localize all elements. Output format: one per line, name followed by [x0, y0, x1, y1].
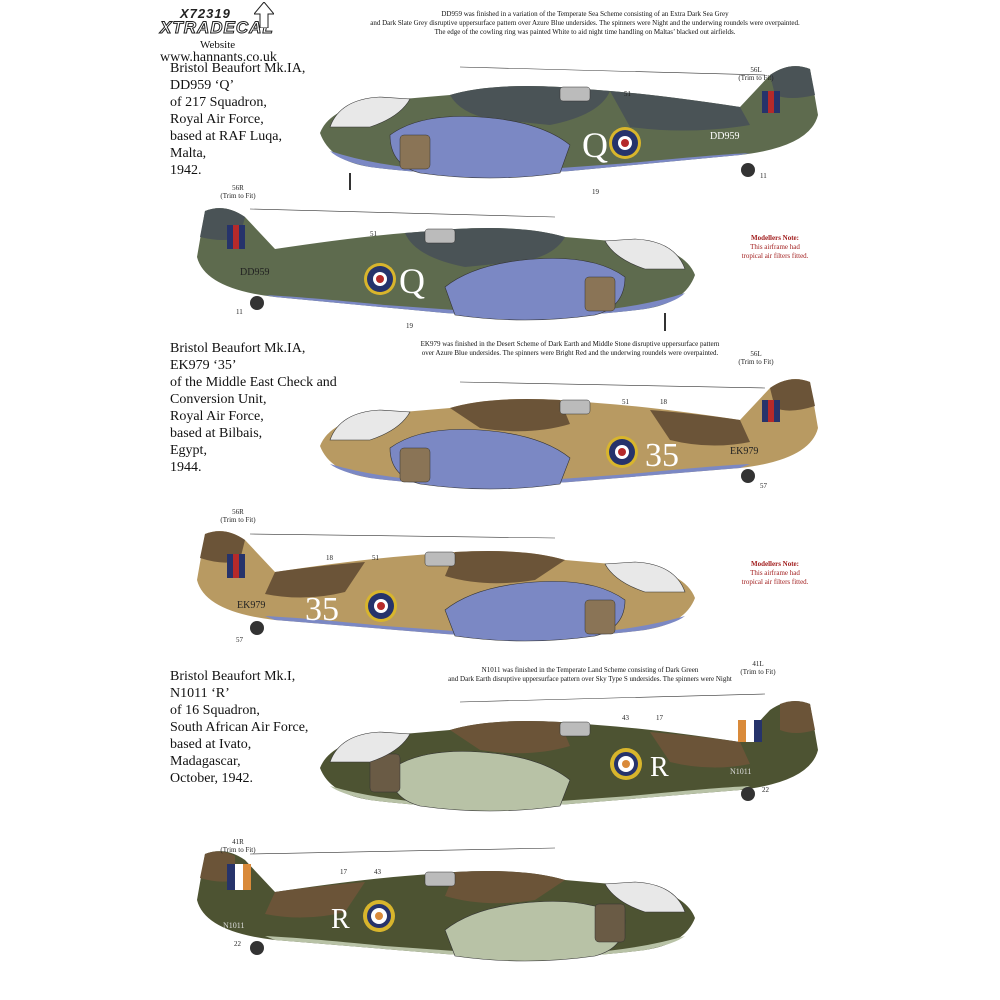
code-ref-n1011-left: 17 — [656, 714, 663, 722]
profile-dd959-left: Q DD959 — [320, 66, 818, 190]
product-code: X72319 — [180, 6, 231, 21]
profile-ek979-left: 35 EK979 — [320, 379, 818, 490]
logo-arrow-icon — [254, 2, 274, 28]
scheme-note-ek979: EK979 was finished in the Desert Scheme … — [420, 340, 720, 357]
code-ref-ek979-right: 18 — [326, 554, 333, 562]
wheel-ref-dd959-right: 11 — [236, 308, 243, 316]
wheel-ref-n1011-right: 22 — [234, 940, 241, 948]
serial-n1011-left: N1011 — [730, 767, 751, 776]
code-letter-dd959-left: Q — [582, 125, 608, 165]
scheme-note-n1011: N1011 was finished in the Temperate Land… — [448, 666, 732, 683]
fin-ref-ek979-right: 56R (Trim to Fit) — [220, 508, 256, 524]
code-ref-n1011-right: 17 — [340, 868, 347, 876]
roundel-ref-dd959-left: 51 — [624, 90, 631, 98]
under-ref-dd959-left: 19 — [592, 188, 599, 196]
profile-ek979-right: 35 EK979 — [197, 531, 695, 642]
serial-dd959-right: DD959 — [240, 267, 269, 278]
fin-ref-n1011-right: 41R (Trim to Fit) — [220, 838, 256, 854]
serial-n1011-right: N1011 — [223, 921, 244, 930]
serial-ek979-right: EK979 — [237, 600, 265, 611]
scheme-note-dd959: DD959 was finished in a variation of the… — [370, 10, 800, 36]
profile-n1011-right: R N1011 — [197, 847, 695, 962]
serial-dd959-left: DD959 — [710, 131, 739, 142]
code-ref-ek979-left: 18 — [660, 398, 667, 406]
roundel-ref-n1011-left: 43 — [622, 714, 629, 722]
code-letter-dd959-right: Q — [399, 261, 425, 301]
under-ref-dd959-right: 19 — [406, 322, 413, 330]
roundel-ref-ek979-left: 51 — [622, 398, 629, 406]
profile-n1011-left: R N1011 — [320, 693, 818, 812]
modellers-note-ek979: Modellers Note: This airframe had tropic… — [741, 560, 809, 586]
fin-ref-dd959-right: 56R (Trim to Fit) — [220, 184, 256, 200]
modellers-note-dd959: Modellers Note: This airframe had tropic… — [741, 234, 809, 260]
caption-ek979: Bristol Beaufort Mk.IA, EK979 ‘35’ of th… — [170, 341, 337, 475]
roundel-ref-n1011-right: 43 — [374, 868, 381, 876]
code-letter-n1011-left: R — [650, 752, 669, 783]
roundel-ref-dd959-right: 51 — [370, 230, 377, 238]
wheel-ref-dd959-left: 11 — [760, 172, 767, 180]
wheel-ref-n1011-left: 22 — [762, 786, 769, 794]
roundel-ref-ek979-right: 51 — [372, 554, 379, 562]
caption-dd959: Bristol Beaufort Mk.IA, DD959 ‘Q’ of 217… — [170, 61, 306, 178]
profile-dd959-right: Q DD959 — [197, 208, 695, 331]
code-letter-n1011-right: R — [331, 904, 350, 935]
fin-ref-dd959-left: 56L (Trim to Fit) — [738, 66, 774, 82]
code-letter-ek979-right: 35 — [305, 591, 339, 628]
wheel-ref-ek979-right: 57 — [236, 636, 243, 644]
fin-ref-n1011-left: 41L (Trim to Fit) — [740, 660, 776, 676]
serial-ek979-left: EK979 — [730, 446, 758, 457]
website-link[interactable]: www.hannants.co.uk — [160, 50, 277, 65]
code-letter-ek979-left: 35 — [645, 437, 679, 474]
website-label: Website — [200, 39, 236, 51]
xtradecal-logo: XTRADECAL — [160, 18, 274, 38]
fin-ref-ek979-left: 56L (Trim to Fit) — [738, 350, 774, 366]
caption-n1011: Bristol Beaufort Mk.I, N1011 ‘R’ of 16 S… — [170, 669, 309, 786]
wheel-ref-ek979-left: 57 — [760, 482, 767, 490]
